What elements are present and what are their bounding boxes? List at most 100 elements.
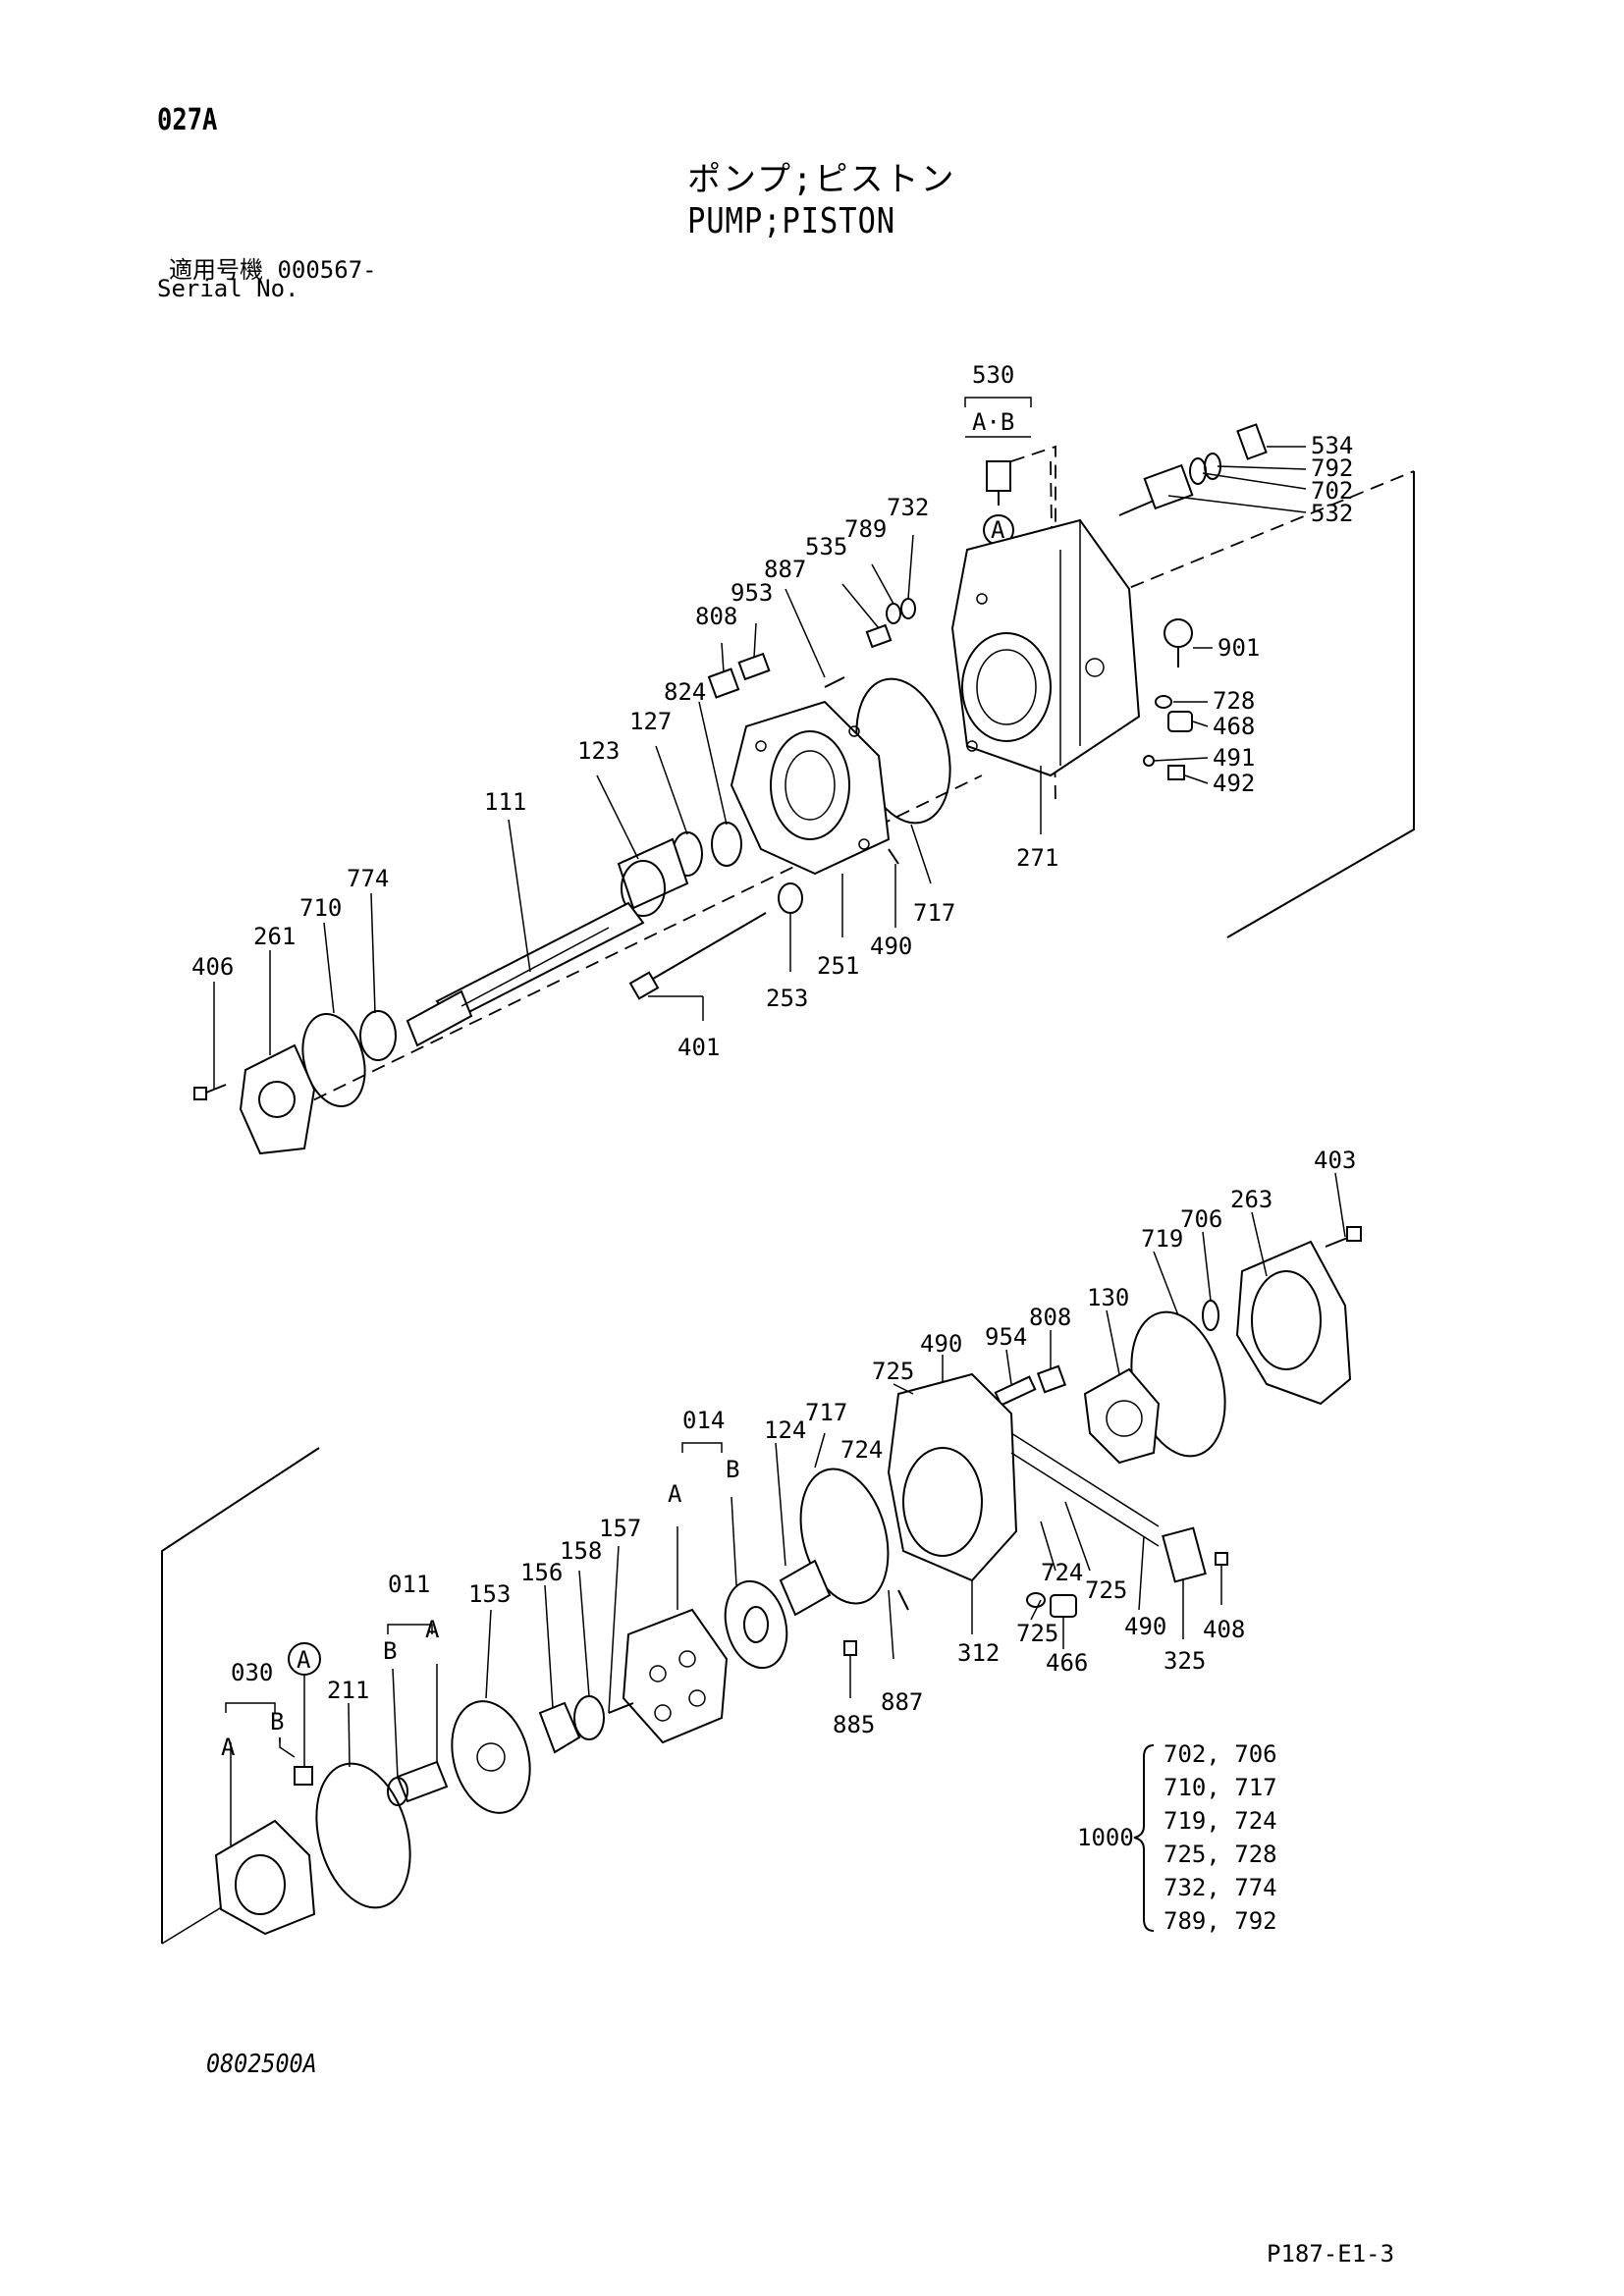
callout-724: 724 <box>1041 1559 1083 1586</box>
callout-312: 312 <box>957 1639 1000 1667</box>
kit-row: 710, 717 <box>1164 1774 1277 1801</box>
callout-789: 789 <box>844 515 887 543</box>
kit-row: 732, 774 <box>1164 1874 1277 1901</box>
callout-408: 408 <box>1203 1616 1245 1643</box>
callout-circle-a-lower: A <box>297 1646 311 1674</box>
callout-719: 719 <box>1141 1225 1183 1253</box>
callout-885: 885 <box>833 1711 875 1738</box>
callout-014: 014 <box>682 1407 725 1434</box>
o-ring-789 <box>886 603 901 624</box>
nut-808 <box>707 667 740 699</box>
callout-808: 808 <box>695 603 737 630</box>
sensor-530-group <box>964 397 1056 550</box>
callout-725-top: 725 <box>872 1358 914 1385</box>
serial-label: Serial No. <box>157 275 299 302</box>
washer-253 <box>778 882 803 914</box>
callout-263: 263 <box>1230 1186 1272 1213</box>
kit-1000-brace <box>1133 1744 1155 1932</box>
callout-901: 901 <box>1218 634 1260 662</box>
callout-808: 808 <box>1029 1304 1071 1331</box>
callout-535: 535 <box>805 533 847 561</box>
plug-466 <box>1050 1594 1077 1618</box>
o-ring-732 <box>900 598 916 619</box>
bolt-406 <box>193 1084 227 1100</box>
callout-953: 953 <box>731 579 773 607</box>
nut-808-lower <box>1036 1364 1067 1394</box>
serial-label-japanese: 適用号機 000567- <box>169 256 377 284</box>
kit-number: 1000 <box>1077 1824 1134 1851</box>
pin-887-lower <box>897 1589 909 1611</box>
callout-401: 401 <box>677 1034 720 1061</box>
plug-953 <box>737 652 771 681</box>
callout-011-a: A <box>425 1616 440 1643</box>
page-reference: P187-E1-3 <box>1267 2240 1395 2268</box>
callout-271: 271 <box>1016 844 1058 872</box>
callout-774: 774 <box>347 865 389 892</box>
spherical-bushing-156 <box>538 1701 581 1754</box>
callout-824: 824 <box>664 678 706 706</box>
lower-leader-lines <box>230 1172 1346 1845</box>
o-ring-717-lower <box>799 1468 890 1605</box>
callout-014-a: A <box>668 1480 682 1508</box>
callout-792: 792 <box>1311 454 1353 482</box>
plug-534 <box>1236 423 1268 460</box>
callout-030-b: B <box>270 1708 284 1735</box>
callout-887-lower: 887 <box>881 1688 923 1716</box>
callout-011: 011 <box>388 1571 430 1598</box>
callout-490-top: 490 <box>920 1330 962 1358</box>
bearing-123 <box>617 837 689 917</box>
callout-466: 466 <box>1046 1649 1088 1677</box>
pin-887 <box>824 676 845 688</box>
callout-491: 491 <box>1213 744 1255 772</box>
callout-725: 725 <box>1085 1576 1127 1604</box>
figure-code: 0802500A <box>206 2050 317 2079</box>
callout-111: 111 <box>484 788 526 816</box>
callout-030-a: A <box>221 1734 236 1761</box>
swash-plate-030 <box>214 1766 316 1936</box>
callout-158: 158 <box>560 1537 602 1565</box>
callout-325: 325 <box>1164 1647 1206 1675</box>
callout-530: 530 <box>972 361 1014 389</box>
callout-156: 156 <box>520 1559 563 1586</box>
page-title-japanese: ポンプ;ピストン <box>687 160 956 199</box>
upper-leader-lines <box>213 446 1307 1090</box>
callout-532: 532 <box>1311 500 1353 527</box>
callout-011-b: B <box>383 1637 397 1665</box>
group-brackets <box>225 1442 723 1713</box>
callout-490: 490 <box>870 933 912 960</box>
plug-468 <box>1167 711 1193 732</box>
plate-211 <box>315 1762 411 1909</box>
callout-406: 406 <box>191 953 234 981</box>
callout-157: 157 <box>599 1515 641 1542</box>
callout-circle-a: A <box>991 516 1005 544</box>
callout-261: 261 <box>253 923 296 950</box>
callout-717: 717 <box>913 899 955 927</box>
eye-bolt-901 <box>1164 618 1193 667</box>
o-ring-728 <box>1155 695 1172 709</box>
spring-157 <box>608 1702 634 1714</box>
page-title: PUMP;PISTON <box>687 201 896 241</box>
bearing-124 <box>779 1559 832 1617</box>
kit-row: 719, 724 <box>1164 1807 1277 1835</box>
callout-887: 887 <box>764 556 806 583</box>
callout-a-b: A·B <box>972 408 1014 436</box>
callout-706: 706 <box>1180 1205 1222 1233</box>
callout-534: 534 <box>1311 432 1353 459</box>
page-code: 027A <box>157 103 218 137</box>
callout-954: 954 <box>985 1323 1027 1351</box>
callout-403: 403 <box>1314 1147 1356 1174</box>
valve-block-251 <box>730 700 891 876</box>
gear-130 <box>1083 1367 1161 1465</box>
callout-702: 702 <box>1311 477 1353 505</box>
bolt-408 <box>1215 1552 1228 1566</box>
callout-717-lower: 717 <box>805 1399 847 1426</box>
kit-row: 702, 706 <box>1164 1740 1277 1768</box>
callout-153: 153 <box>468 1580 511 1608</box>
sensor-532 <box>1118 463 1194 516</box>
callout-732: 732 <box>887 494 929 521</box>
o-ring-725 <box>1026 1592 1046 1608</box>
callout-710: 710 <box>299 894 342 922</box>
kit-row: 725, 728 <box>1164 1841 1277 1868</box>
pump-casing-271 <box>950 518 1141 777</box>
